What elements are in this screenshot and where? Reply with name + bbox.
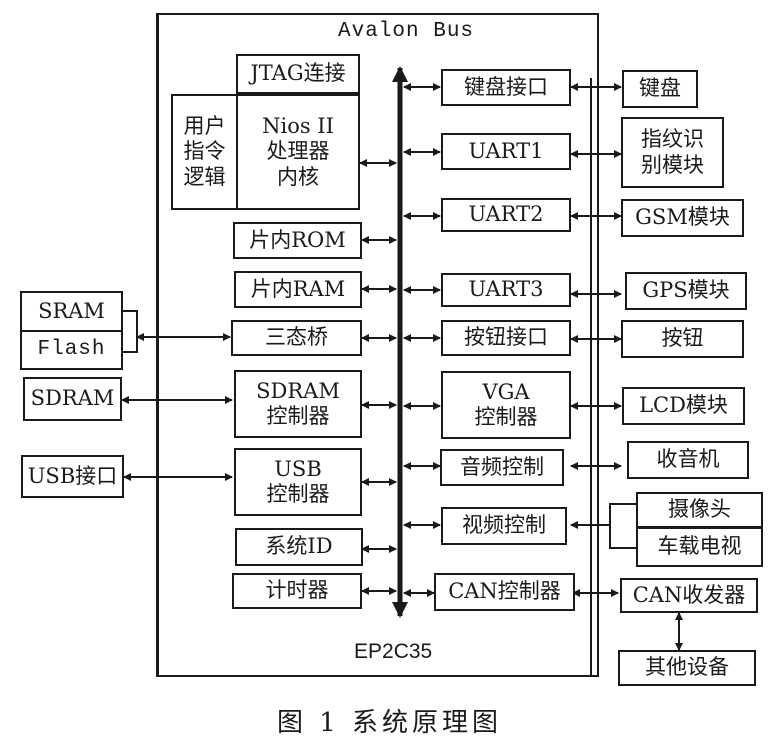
avalon-bus-label: Avalon Bus [338, 20, 475, 43]
can-controller-block: CAN控制器 [434, 573, 575, 611]
sram-flash-bracket [122, 310, 138, 353]
gsm-module: GSM模块 [621, 199, 744, 237]
vga-controller-block: VGA 控制器 [441, 371, 571, 439]
nios-core-block: Nios II 处理器 内核 [236, 94, 360, 210]
usb-controller-block: USB 控制器 [234, 448, 362, 516]
onchip-rom-block: 片内ROM [233, 222, 362, 259]
audio-control-block: 音频控制 [440, 449, 564, 486]
keyboard-interface-block: 键盘接口 [441, 69, 571, 106]
timer-block: 计时器 [232, 573, 362, 609]
can-transceiver-device: CAN收发器 [620, 578, 758, 613]
uart2-block: UART2 [441, 198, 571, 232]
radio-device: 收音机 [627, 441, 749, 479]
system-id-block: 系统ID [235, 528, 363, 566]
keyboard-device: 键盘 [622, 70, 698, 108]
gps-module: GPS模块 [625, 272, 747, 310]
sram-device: SRAM [20, 291, 123, 332]
custom-instruction-block: 用户 指令 逻辑 [171, 94, 238, 210]
uart3-block: UART3 [441, 273, 571, 307]
lcd-module: LCD模块 [622, 387, 745, 425]
car-tv-device: 车载电视 [636, 527, 763, 567]
tristate-bridge-block: 三态桥 [231, 320, 362, 356]
other-devices: 其他设备 [618, 650, 756, 686]
button-interface-block: 按钮接口 [441, 320, 571, 356]
fingerprint-module: 指纹识 别模块 [621, 117, 724, 188]
button-device: 按钮 [621, 320, 744, 358]
sdram-controller-block: SDRAM 控制器 [234, 370, 362, 438]
sdram-device: SDRAM [23, 377, 122, 421]
fpga-label: EP2C35 [354, 640, 433, 663]
uart1-block: UART1 [441, 133, 571, 170]
jtag-block: JTAG连接 [236, 54, 360, 94]
figure-caption: 图 1 系统原理图 [276, 708, 503, 738]
flash-device: Flash [20, 330, 123, 370]
video-bracket [609, 503, 636, 549]
usb-port-device: USB接口 [21, 455, 124, 498]
video-control-block: 视频控制 [441, 507, 567, 545]
camera-device: 摄像头 [636, 492, 763, 528]
onchip-ram-block: 片内RAM [234, 271, 362, 308]
